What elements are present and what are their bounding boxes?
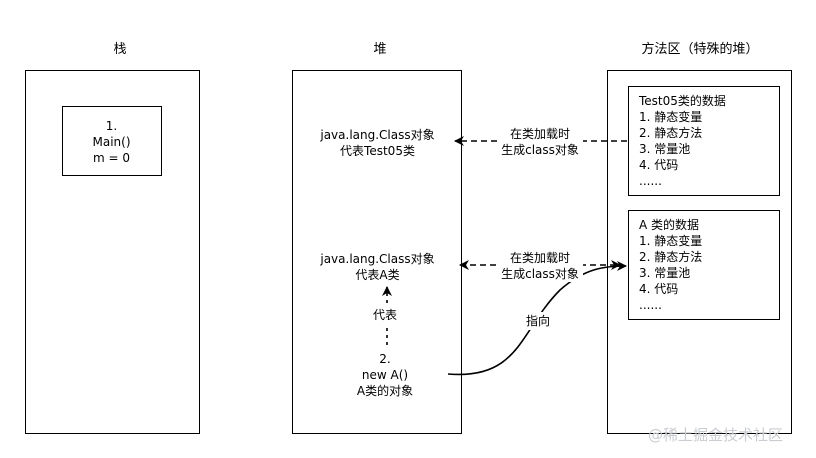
- heap-header: 堆: [373, 42, 387, 57]
- test05-class-data-text: Test05类的数据 1. 静态变量 2. 静态方法 3. 常量池 4. 代码 …: [639, 93, 726, 189]
- data-line: 3. 常量池: [639, 266, 691, 280]
- data-line: 3. 常量池: [639, 142, 691, 156]
- data-line: 1. 静态变量: [639, 110, 703, 124]
- a-instance-object: 2. new A() A类的对象: [330, 351, 440, 399]
- data-line: ......: [639, 298, 662, 312]
- instance-line: 2.: [379, 352, 391, 366]
- method-area-header: 方法区（特殊的堆）: [641, 42, 759, 57]
- a-class-data-text: A 类的数据 1. 静态变量 2. 静态方法 3. 常量池 4. 代码 ....…: [639, 217, 702, 313]
- data-line: 2. 静态方法: [639, 250, 703, 264]
- a-class-data-box: A 类的数据 1. 静态变量 2. 静态方法 3. 常量池 4. 代码 ....…: [628, 210, 780, 320]
- data-line: 2. 静态方法: [639, 126, 703, 140]
- frame-line: Main(): [92, 135, 131, 149]
- stack-header: 栈: [113, 42, 127, 57]
- label-bg: [521, 312, 555, 330]
- points-to-curve: [447, 261, 627, 376]
- class-object-a: java.lang.Class对象 代表A类: [300, 251, 455, 283]
- data-line: 4. 代码: [639, 158, 679, 172]
- data-line: A 类的数据: [639, 218, 700, 232]
- represents-label-top: 代表: [372, 308, 397, 322]
- load-label-test05: 在类加载时 生成class对象: [495, 126, 585, 158]
- label-bg: [497, 248, 583, 282]
- class-object-test05: java.lang.Class对象 代表Test05类: [300, 127, 455, 159]
- load-label-a: 在类加载时 生成class对象: [495, 250, 585, 282]
- load-label-line: 生成class对象: [501, 267, 579, 281]
- instance-line: new A(): [361, 368, 409, 382]
- load-label-line: 在类加载时: [509, 127, 570, 141]
- frame-line: 1.: [105, 119, 118, 133]
- main-stack-frame: 1. Main() m = 0: [62, 106, 162, 176]
- heap-column: [292, 70, 462, 434]
- class-object-line: 代表Test05类: [340, 144, 415, 158]
- data-line: 4. 代码: [639, 282, 679, 296]
- class-object-line: 代表A类: [355, 268, 400, 282]
- data-line: 1. 静态变量: [639, 234, 703, 248]
- frame-line: m = 0: [92, 151, 130, 165]
- load-label-line: 在类加载时: [509, 251, 570, 265]
- test05-class-data-box: Test05类的数据 1. 静态变量 2. 静态方法 3. 常量池 4. 代码 …: [628, 86, 780, 196]
- data-line: Test05类的数据: [639, 94, 726, 108]
- points-to-label: 指向: [525, 314, 550, 328]
- watermark: @稀土掘金技术社区: [648, 426, 784, 444]
- data-line: ......: [639, 174, 662, 188]
- instance-line: A类的对象: [356, 384, 414, 398]
- label-bg: [367, 305, 403, 325]
- label-bg: [497, 124, 583, 158]
- main-frame-text: 1. Main() m = 0: [63, 118, 160, 166]
- class-object-line: java.lang.Class对象: [320, 252, 435, 266]
- load-label-line: 生成class对象: [501, 143, 579, 157]
- class-object-line: java.lang.Class对象: [320, 128, 435, 142]
